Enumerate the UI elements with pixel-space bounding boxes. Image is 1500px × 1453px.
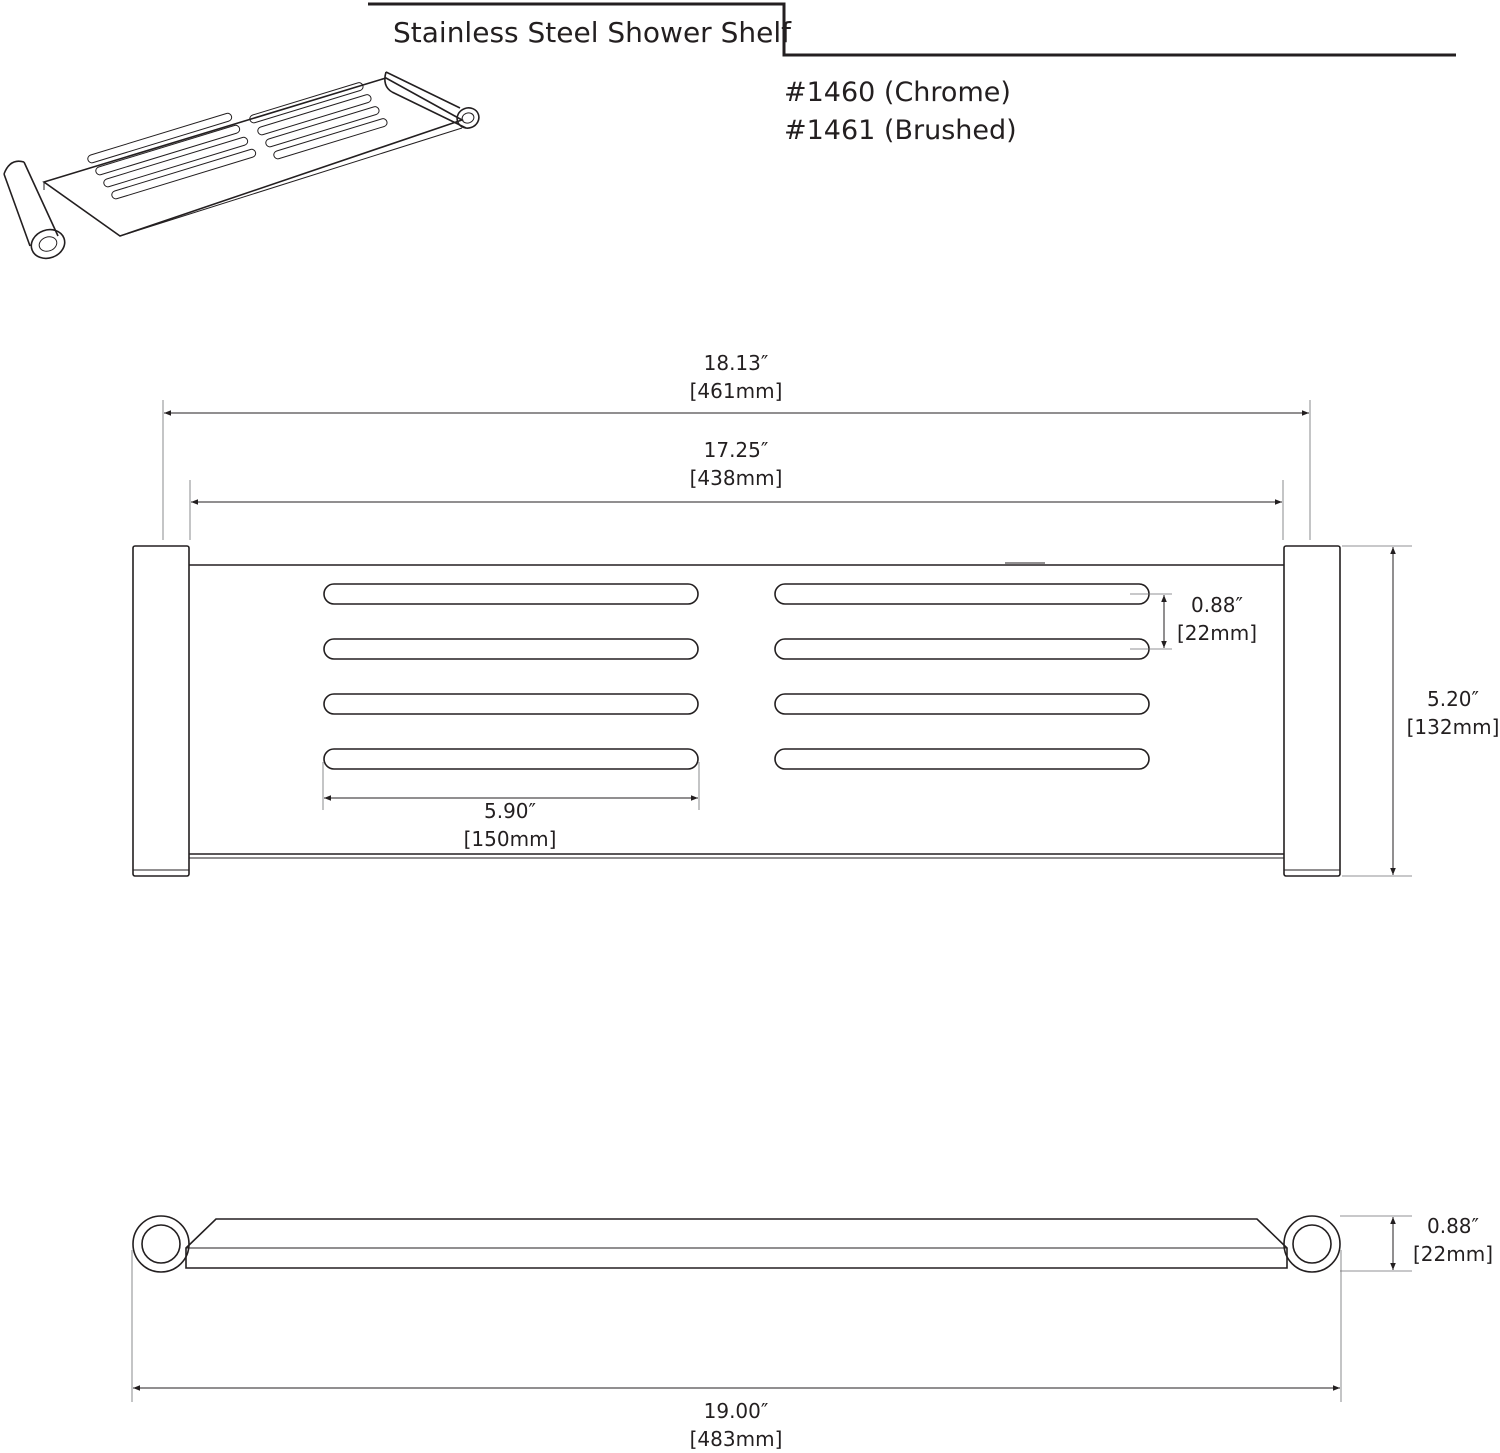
dim-value-mm: [150mm] (464, 827, 557, 851)
dim-value-inch: 5.20″ (1427, 687, 1479, 711)
dim-value-inch: 17.25″ (704, 438, 769, 462)
drain-slot (774, 638, 1150, 660)
dim-value-inch: 19.00″ (704, 1399, 769, 1423)
dim-value-mm: [438mm] (690, 466, 783, 490)
dim-value-inch: 5.90″ (484, 799, 536, 823)
drain-slot (774, 583, 1150, 605)
dim-value-mm: [483mm] (690, 1427, 783, 1451)
dim-side-height: 0.88″ [22mm] (1340, 1214, 1493, 1272)
drain-slot (323, 638, 699, 660)
dim-value-inch: 0.88″ (1191, 593, 1243, 617)
dim-value-mm: [461mm] (690, 379, 783, 403)
drain-slot (774, 748, 1150, 770)
title-block: Stainless Steel Shower Shelf #1460 (Chro… (368, 2, 1456, 146)
right-end-cap (1283, 545, 1341, 877)
isometric-view (3, 71, 480, 260)
dim-depth: 5.20″ [132mm] (1342, 545, 1500, 877)
dim-slot-length: 5.90″ [150mm] (322, 762, 700, 851)
side-view: 0.88″ [22mm] 19.00″ [483mm] (131, 1214, 1493, 1451)
dim-value-mm: [22mm] (1413, 1242, 1493, 1266)
dim-slot-spacing: 0.88″ [22mm] (1130, 593, 1257, 650)
iso-slots (87, 82, 388, 200)
product-title: Stainless Steel Shower Shelf (393, 16, 792, 49)
drain-slot (323, 748, 699, 770)
dim-value-inch: 18.13″ (704, 351, 769, 375)
dim-value-mm: [132mm] (1407, 715, 1500, 739)
drain-slot (774, 693, 1150, 715)
dim-value-mm: [22mm] (1177, 621, 1257, 645)
drain-slot (323, 583, 699, 605)
tray-profile (185, 1218, 1288, 1269)
dim-overall-inner: 17.25″ [438mm] (189, 438, 1284, 540)
dim-total-length: 19.00″ [483mm] (131, 1250, 1342, 1451)
dim-overall-outer: 18.13″ [461mm] (162, 351, 1311, 540)
model-number-brushed: #1461 (Brushed) (784, 115, 1017, 146)
top-view: 18.13″ [461mm] 17.25″ [438mm] 0.88″ [22m… (132, 351, 1500, 877)
drain-slots (323, 583, 1150, 770)
dim-value-inch: 0.88″ (1427, 1214, 1479, 1238)
drain-slot (323, 693, 699, 715)
iso-right-end-cap (384, 71, 480, 129)
iso-left-end-cap (3, 160, 66, 260)
model-number-chrome: #1460 (Chrome) (784, 77, 1011, 108)
left-end-cap (132, 545, 190, 877)
